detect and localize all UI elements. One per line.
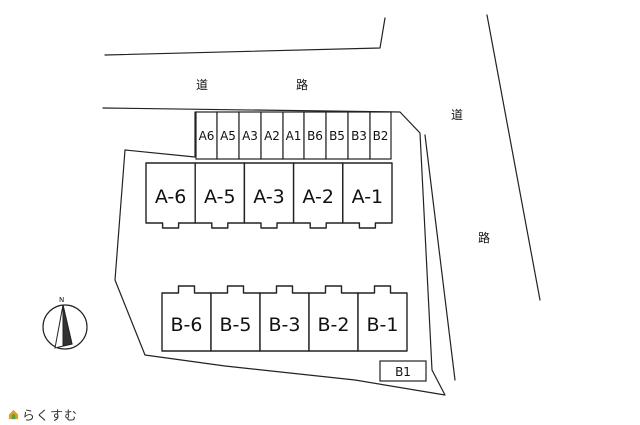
unit-label: A-1 [352, 186, 384, 208]
road-label-top-2: 路 [296, 77, 308, 92]
unit-b-5 [210, 285, 261, 352]
parking-slot-label: A5 [220, 129, 236, 143]
north-letter: N [59, 296, 64, 304]
parking-strip: A6 A5 A3 A2 A1 B6 B5 B3 B2 [195, 111, 392, 160]
building-a: A-6 A-5 A-3 A-2 A-1 [145, 162, 393, 229]
house-leaf-icon [8, 409, 19, 419]
road-side-boundary-right [486, 14, 541, 301]
unit-label: B-3 [269, 314, 301, 336]
unit-b-6 [161, 285, 212, 352]
parking-slot-label: B6 [307, 129, 323, 143]
road-label-side-2: 路 [478, 230, 490, 245]
unit-label: B-2 [318, 314, 350, 336]
parking-slot-label: A6 [199, 129, 215, 143]
unit-label: A-5 [204, 186, 236, 208]
parking-slot-label: B2 [373, 129, 389, 143]
parking-slot-b2 [369, 111, 392, 160]
unit-label: A-3 [253, 186, 285, 208]
parking-slot-b1-extra [379, 360, 427, 382]
building-b: B-6 B-5 B-3 B-2 B-1 [161, 285, 408, 352]
unit-label: B-5 [220, 314, 252, 336]
unit-label: A-2 [302, 186, 334, 208]
road-side-boundary-inner [424, 134, 456, 381]
unit-b-1 [357, 285, 408, 352]
brand-name: らくすむ [22, 408, 79, 424]
unit-label: B-6 [171, 314, 203, 336]
parking-slot-label: B3 [351, 129, 367, 143]
parking-slot-label: A1 [286, 129, 302, 143]
unit-b-2 [308, 285, 359, 352]
road-top-boundary [104, 17, 386, 56]
north-compass-icon: N [42, 296, 88, 350]
unit-label: B-1 [367, 314, 399, 336]
unit-label: A-6 [155, 186, 187, 208]
parking-slot-label: B5 [329, 129, 345, 143]
road-label-side-1: 道 [451, 108, 463, 122]
lot-boundary [102, 107, 446, 396]
unit-a-1 [342, 162, 393, 229]
parking-slot-b1-extra-label: B1 [395, 365, 411, 379]
unit-b-3 [259, 285, 310, 352]
road-label-top-1: 道 [196, 78, 208, 92]
parking-slot-label: A3 [242, 129, 258, 143]
brand-logo: らくすむ [8, 405, 79, 424]
parking-slot-label: A2 [264, 129, 280, 143]
